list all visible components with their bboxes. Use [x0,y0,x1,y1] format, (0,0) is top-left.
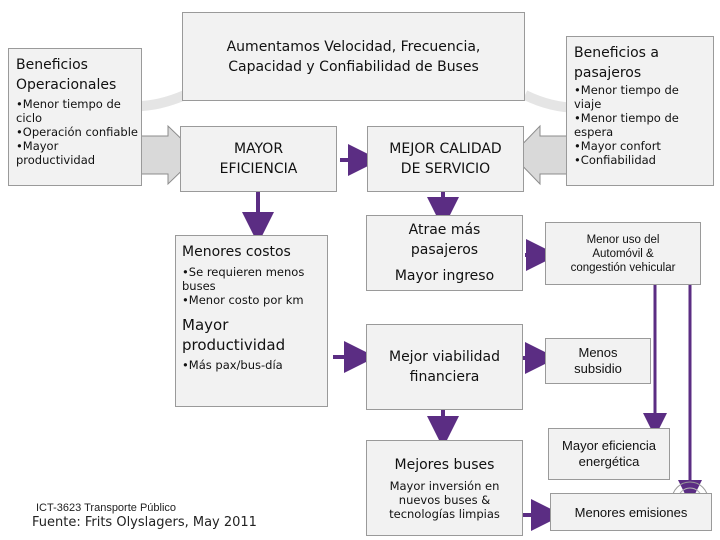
costos-item: •Menor costo por km [182,293,304,307]
viabilidad-line2: financiera [409,369,480,385]
mejores-buses-item: nuevos buses & [398,493,491,507]
mejores-buses-title: Mejores buses [394,457,495,473]
mejores-buses-item: Mayor inversión en [389,479,500,493]
atrae-line1: Atrae más [408,222,481,238]
menores-costos-items: •Se requieren menos buses •Menor costo p… [182,265,327,307]
right-title-line2: pasajeros [574,65,642,81]
productividad-item: •Más pax/bus-día [182,358,283,372]
footer-source: Fuente: Frits Olyslagers, May 2011 [32,515,257,530]
right-title-line1: Beneficios a [574,45,659,61]
right-block-arrow [511,124,569,186]
viabilidad-box: Mejor viabilidad financiera [366,324,523,410]
mejor-calidad-box: MEJOR CALIDAD DE SERVICIO [367,126,524,192]
right-item: •Menor tiempo de [574,83,679,97]
top-line2: Capacidad y Confiabilidad de Buses [228,58,479,75]
mejores-buses-box: Mejores buses Mayor inversión en nuevos … [366,440,523,536]
left-item: •Mayor [16,139,59,153]
right-item: •Confiabilidad [574,153,656,167]
mejores-buses-item: tecnologías limpias [389,507,500,521]
menores-emisiones-label: Menores emisiones [574,504,688,520]
right-item: viaje [574,97,602,111]
left-item: •Operación confiable [16,125,138,139]
atrae-line2: pasajeros [410,242,479,258]
footer-course: ICT-3623 Transporte Público [36,502,177,514]
left-item: •Menor tiempo de [16,97,121,111]
right-item: •Mayor confort [574,139,661,153]
eficiencia-energetica-box: Mayor eficiencia energética [548,428,670,480]
menos-subsidio-line1: Menos [578,345,618,360]
mayor-eficiencia-line2: EFICIENCIA [219,161,298,177]
menor-uso-line1: Menor uso del [586,233,660,246]
atrae-pasajeros-box: Atrae más pasajeros Mayor ingreso [366,215,523,291]
menores-costos-title: Menores costos [182,244,291,260]
left-title-line1: Beneficios [16,57,88,73]
right-item: •Menor tiempo de [574,111,679,125]
menos-subsidio-box: Menos subsidio [545,338,651,384]
left-item: ciclo [16,111,43,125]
left-item: productividad [16,153,96,167]
costos-productividad-box: Menores costos •Se requieren menos buses… [175,235,328,407]
menores-emisiones-box: Menores emisiones [550,493,712,531]
mayor-productividad-line2: productividad [182,336,286,354]
menos-subsidio-line2: subsidio [574,361,622,376]
mayor-ingreso: Mayor ingreso [394,268,495,284]
left-items: •Menor tiempo de ciclo •Operación confia… [16,97,141,167]
costos-item: buses [182,279,216,293]
top-box: Aumentamos Velocidad, Frecuencia, Capaci… [182,12,525,101]
eficiencia-energetica-line1: Mayor eficiencia [562,438,656,453]
top-line1: Aumentamos Velocidad, Frecuencia, [226,38,481,55]
beneficios-pasajeros-box: Beneficios a pasajeros •Menor tiempo de … [566,36,714,186]
right-item: espera [574,125,614,139]
left-title-line2: Operacionales [16,77,117,93]
mayor-productividad-line1: Mayor [182,316,229,334]
mejor-calidad-line1: MEJOR CALIDAD [389,141,502,157]
costos-item: •Se requieren menos [182,265,305,279]
menor-uso-line3: congestión vehicular [570,261,676,274]
eficiencia-energetica-line2: energética [578,454,640,469]
beneficios-operacionales-box: Beneficios Operacionales •Menor tiempo d… [8,48,142,186]
right-items: •Menor tiempo de viaje •Menor tiempo de … [574,83,713,167]
menor-uso-line2: Automóvil & [592,247,654,260]
mayor-eficiencia-line1: MAYOR [233,141,284,157]
viabilidad-line1: Mejor viabilidad [388,349,500,365]
menor-uso-automovil-box: Menor uso del Automóvil & congestión veh… [545,222,701,285]
mayor-eficiencia-box: MAYOR EFICIENCIA [180,126,337,192]
mejor-calidad-line2: DE SERVICIO [400,161,491,177]
